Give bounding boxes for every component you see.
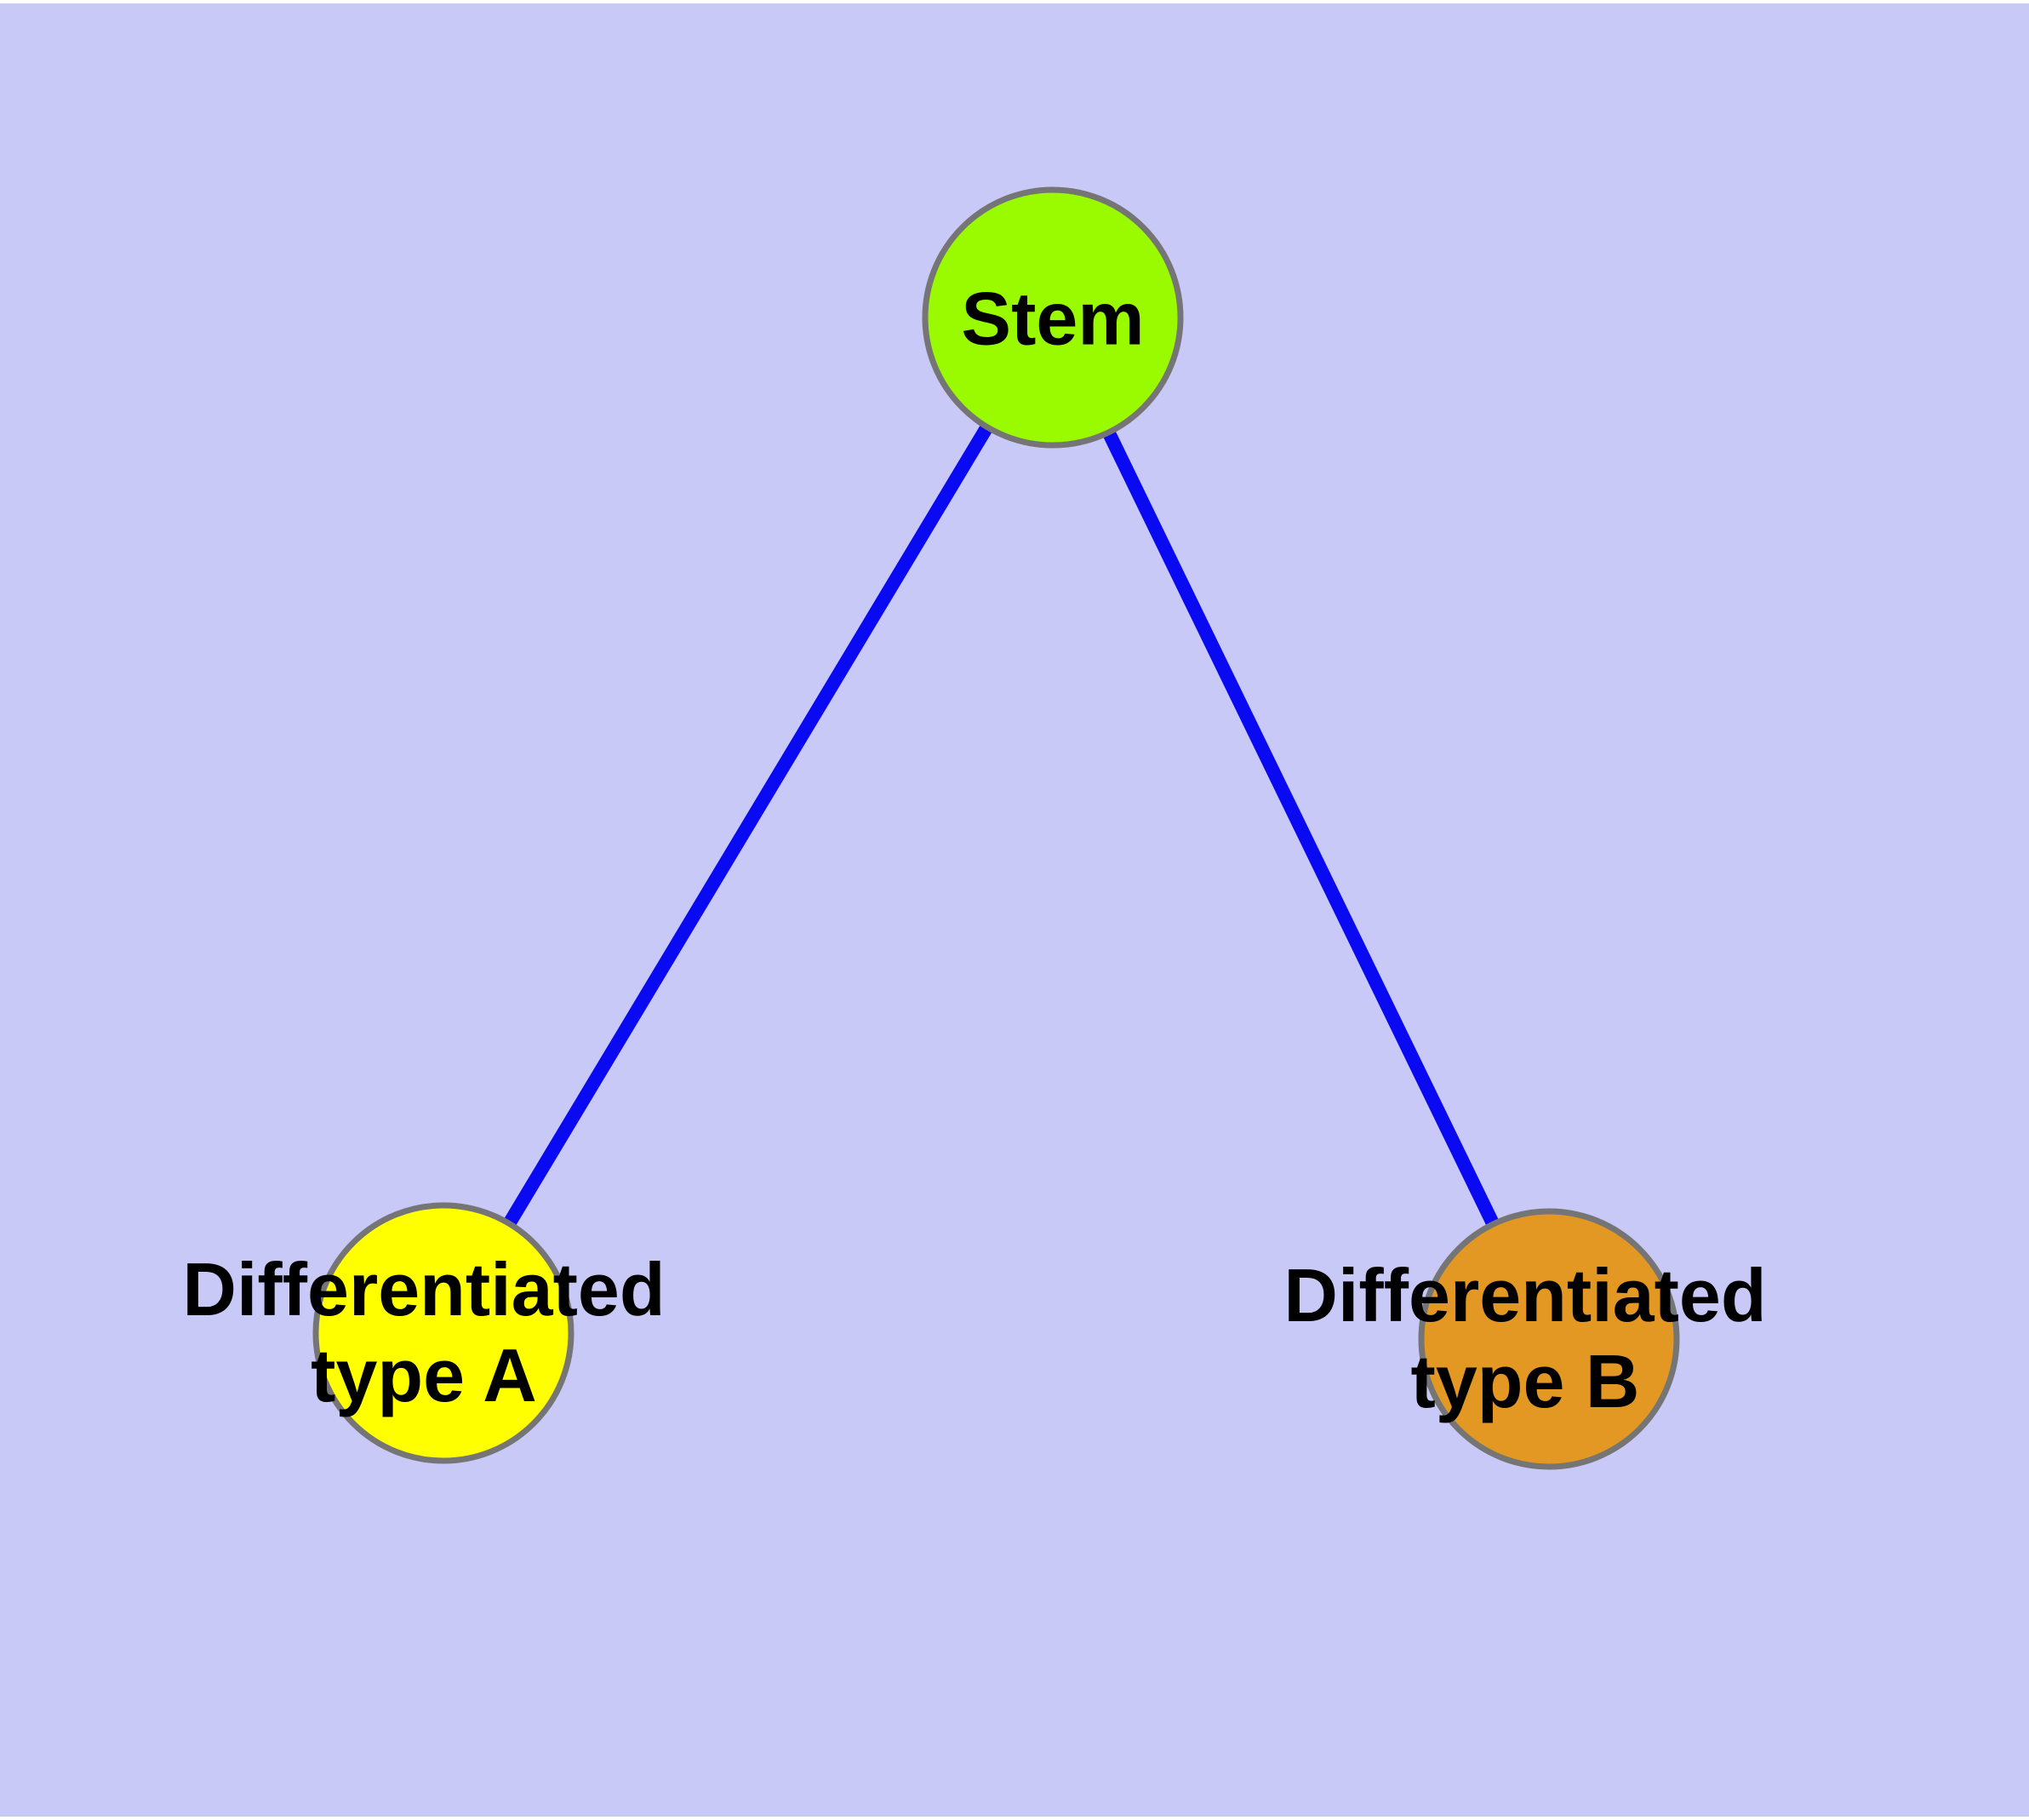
- label-line: Differentiated: [182, 1246, 666, 1331]
- differentiated-type-b-node: [1418, 1208, 1680, 1470]
- edge-stem-to-type-b: [1046, 314, 1556, 1342]
- label-line: Stem: [961, 276, 1145, 361]
- stem-node-label: Stem: [961, 275, 1144, 361]
- differentiated-type-a-node: [312, 1202, 574, 1464]
- edge-stem-to-type-a: [437, 313, 1059, 1337]
- stem-node: [922, 186, 1184, 449]
- differentiated-type-a-node-label: Differentiated type A: [182, 1246, 665, 1418]
- label-line: Differentiated: [1283, 1252, 1767, 1337]
- label-line: type B: [1410, 1339, 1640, 1423]
- differentiated-type-b-node-label: Differentiated type B: [1283, 1252, 1766, 1424]
- label-line: type A: [311, 1333, 537, 1417]
